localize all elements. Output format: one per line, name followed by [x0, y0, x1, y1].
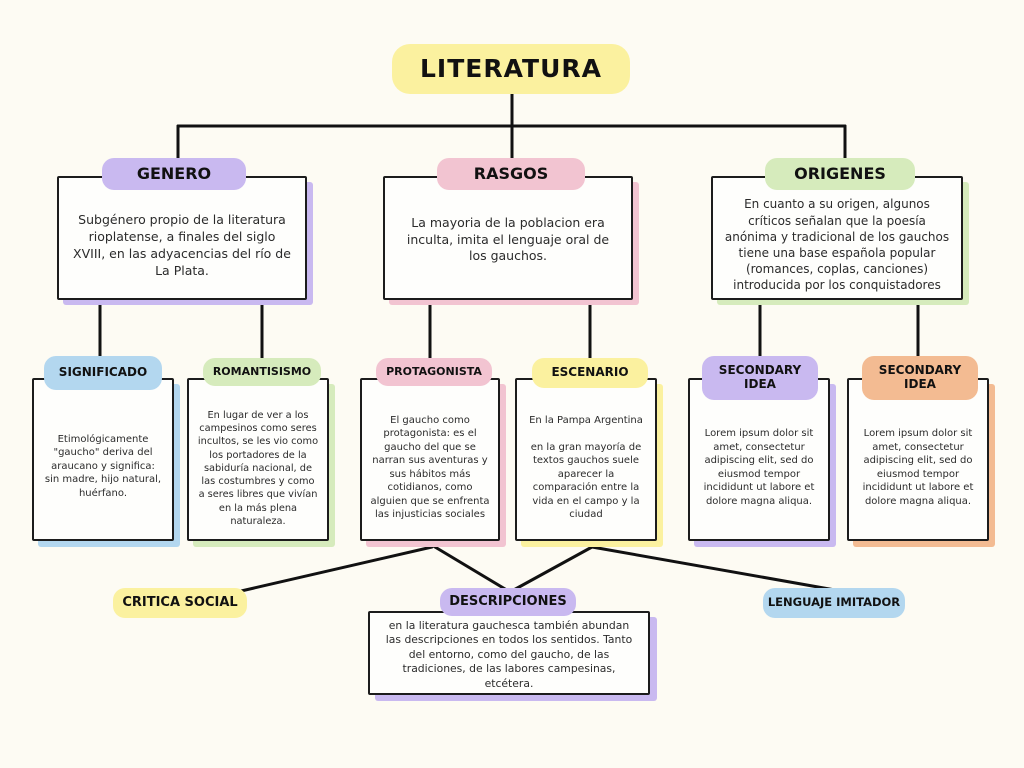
- genero-box: Subgénero propio de la literatura riopla…: [57, 176, 307, 300]
- critica-social-pill: CRITICA SOCIAL: [113, 588, 247, 618]
- romantisismo-text: En lugar de ver a los campesinos como se…: [197, 410, 319, 527]
- secondary2-box: Lorem ipsum dolor sit amet, consectetur …: [847, 378, 989, 541]
- secondary1-box: Lorem ipsum dolor sit amet, consectetur …: [688, 378, 830, 541]
- link-lenguaje: [590, 545, 837, 592]
- descripciones-box: en la literatura gauchesca también abund…: [368, 611, 650, 695]
- lenguaje-imitador-pill: LENGUAJE IMITADOR: [763, 588, 905, 618]
- romantisismo-header: ROMANTISISMO: [203, 358, 321, 386]
- escenario-text: En la Pampa Argentina en la gran mayoría…: [529, 414, 643, 521]
- origenes-box: En cuanto a su origen, algunos críticos …: [711, 176, 963, 300]
- secondary2-header: SECONDARY IDEA: [862, 356, 978, 400]
- page-title: LITERATURA: [420, 53, 602, 83]
- link-descripciones-right: [508, 545, 594, 594]
- critica-social-label: CRITICA SOCIAL: [122, 594, 238, 610]
- protagonista-header: PROTAGONISTA: [376, 358, 492, 386]
- rasgos-header: RASGOS: [437, 158, 585, 190]
- lenguaje-imitador-label: LENGUAJE IMITADOR: [767, 595, 901, 610]
- genero-text: Subgénero propio de la literatura riopla…: [73, 212, 291, 278]
- rasgos-text: La mayoria de la poblacion era inculta, …: [406, 214, 610, 264]
- escenario-box: En la Pampa Argentina en la gran mayoría…: [515, 378, 657, 541]
- link-critica: [226, 545, 434, 596]
- protagonista-text: El gaucho como protagonista: es el gauch…: [370, 414, 490, 521]
- descripciones-text: en la literatura gauchesca también abund…: [385, 618, 633, 690]
- escenario-header: ESCENARIO: [532, 358, 648, 388]
- genero-header: GENERO: [102, 158, 246, 190]
- significado-header: SIGNIFICADO: [44, 356, 162, 390]
- origenes-text: En cuanto a su origen, algunos críticos …: [724, 197, 950, 293]
- romantisismo-box: En lugar de ver a los campesinos como se…: [187, 378, 329, 541]
- secondary1-text: Lorem ipsum dolor sit amet, consectetur …: [703, 428, 815, 507]
- title-pill: LITERATURA: [392, 44, 630, 94]
- significado-box: Etimológicamente "gaucho" deriva del ara…: [32, 378, 174, 541]
- rasgos-box: La mayoria de la poblacion era inculta, …: [383, 176, 633, 300]
- significado-text: Etimológicamente "gaucho" deriva del ara…: [44, 433, 162, 499]
- origenes-header: ORIGENES: [765, 158, 915, 190]
- secondary1-header: SECONDARY IDEA: [702, 356, 818, 400]
- protagonista-box: El gaucho como protagonista: es el gauch…: [360, 378, 500, 541]
- descripciones-header: DESCRIPCIONES: [440, 588, 576, 616]
- secondary2-text: Lorem ipsum dolor sit amet, consectetur …: [862, 428, 974, 507]
- link-descripciones-left: [433, 545, 512, 594]
